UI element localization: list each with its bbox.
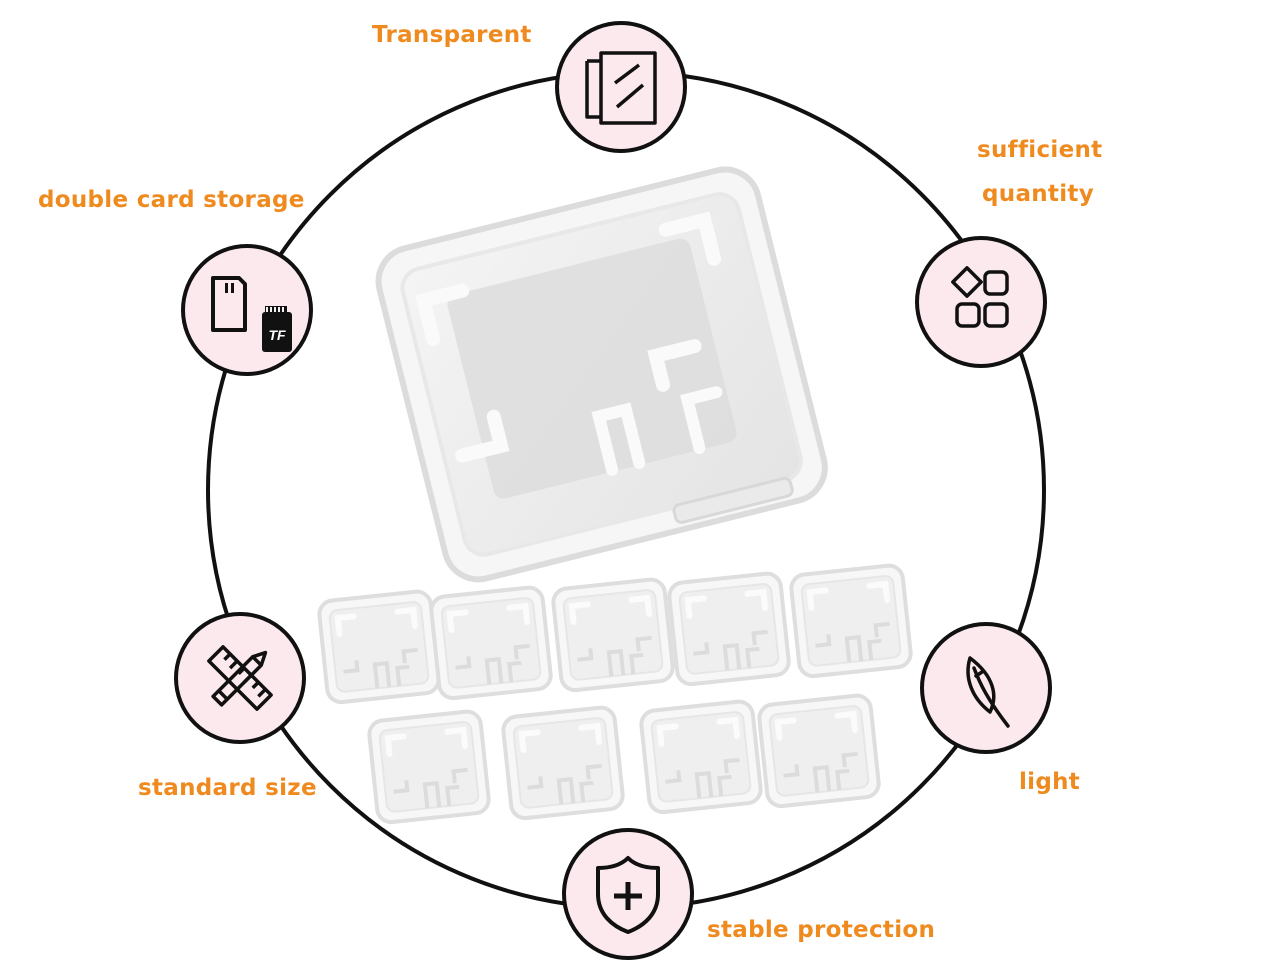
label-stable-protection: stable protection [707, 917, 936, 943]
label-double-card-storage: double card storage [38, 187, 305, 213]
badge-sufficient-quantity [915, 236, 1047, 368]
badge-double-card-storage: TF [181, 244, 313, 376]
shield-plus-icon [596, 856, 660, 934]
shapes-grid-icon [951, 266, 1009, 328]
label-sufficient: sufficient [977, 137, 1103, 163]
badge-standard-size [174, 612, 306, 744]
badge-stable-protection [562, 828, 694, 960]
ruler-pencil-icon [207, 645, 273, 711]
label-light: light [1019, 769, 1081, 795]
badge-transparent [555, 21, 687, 153]
tf-text: TF [268, 327, 286, 343]
label-quantity: quantity [982, 181, 1094, 207]
label-standard-size: standard size [138, 775, 317, 801]
feather-icon [966, 656, 1010, 728]
badge-light [920, 622, 1052, 754]
sd-tf-card-icon: TF [211, 276, 292, 352]
label-transparent: Transparent [372, 22, 532, 48]
transparent-sheets-icon [585, 51, 657, 125]
